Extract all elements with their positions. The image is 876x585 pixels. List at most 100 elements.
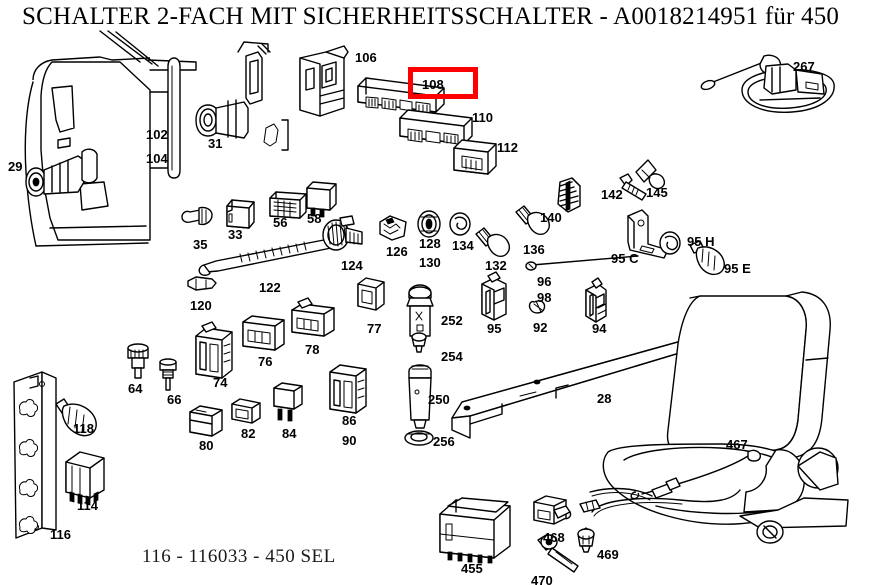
part-64-valve [127, 343, 149, 379]
part-267-dome-lamp [700, 54, 835, 113]
part-label-95: 95 [487, 321, 502, 336]
part-label-254: 254 [441, 349, 463, 364]
part-label-469: 469 [597, 547, 619, 562]
part-label-33: 33 [228, 227, 243, 242]
part-80-connector [189, 405, 223, 437]
part-112-switch-single [453, 139, 497, 175]
part-114-relay [65, 451, 105, 506]
part-label-126: 126 [386, 244, 408, 259]
part-label-102: 102 [146, 127, 168, 142]
part-label-128: 128 [419, 236, 441, 251]
part-label-74: 74 [213, 375, 228, 390]
part-118-screw [55, 398, 97, 437]
part-label-124: 124 [341, 258, 363, 273]
part-label-122: 122 [259, 280, 281, 295]
part-label-95e: 95 E [724, 261, 751, 276]
part-77-connector [357, 277, 385, 311]
part-label-267: 267 [793, 59, 815, 74]
part-469-grommet [577, 527, 595, 553]
part-120-fastener [187, 276, 217, 291]
part-145-pin [635, 159, 666, 190]
part-label-145: 145 [646, 185, 668, 200]
part-label-29: 29 [8, 159, 23, 174]
part-467-seat [561, 291, 849, 544]
part-label-86: 86 [342, 413, 357, 428]
part-250-cylinder [408, 364, 432, 429]
part-label-114: 114 [77, 498, 98, 513]
part-128-130-grommet [417, 210, 441, 238]
part-label-66: 66 [167, 392, 182, 407]
part-label-250: 250 [428, 392, 450, 407]
part-label-98: 98 [537, 290, 552, 305]
part-label-110: 110 [472, 110, 493, 125]
part-124-hose-clamp [322, 215, 363, 251]
part-label-80: 80 [199, 438, 214, 453]
part-label-77: 77 [367, 321, 382, 336]
part-label-94: 94 [592, 321, 607, 336]
part-label-108: 108 [422, 77, 444, 92]
part-label-92: 92 [533, 320, 548, 335]
door-frame-illustration [24, 30, 289, 247]
part-35-bulb [181, 206, 213, 226]
diagram-caption: 116 - 116033 - 450 SEL [142, 546, 336, 567]
part-label-470: 470 [531, 573, 553, 585]
part-label-35: 35 [193, 237, 208, 252]
part-label-118: 118 [73, 421, 94, 436]
part-108-switch-double [357, 77, 445, 114]
part-110-switch-double [399, 109, 473, 145]
seat-wiring-harness [589, 477, 681, 501]
part-95h-washer [659, 231, 681, 255]
part-134-grommet [449, 212, 471, 236]
part-label-252: 252 [441, 313, 463, 328]
part-94-bracket [585, 277, 607, 323]
part-116-panel [13, 371, 57, 539]
part-33-relay [226, 199, 255, 229]
part-label-455: 455 [461, 561, 483, 576]
part-254-small-plug [411, 332, 427, 353]
part-label-112: 112 [497, 140, 518, 155]
part-95e-screw [689, 240, 725, 276]
part-136-screw [515, 205, 550, 235]
part-label-82: 82 [241, 426, 256, 441]
part-label-134: 134 [452, 238, 474, 253]
part-label-116: 116 [50, 527, 71, 542]
part-label-256: 256 [433, 434, 455, 449]
part-label-31: 31 [208, 136, 223, 151]
part-82-connector [231, 398, 261, 424]
part-label-95h: 95 H [687, 234, 715, 249]
part-label-56: 56 [273, 215, 288, 230]
part-78-connector [291, 297, 335, 337]
part-92-clip [528, 300, 546, 314]
part-95-bracket [481, 271, 507, 321]
part-label-467: 467 [726, 437, 748, 452]
part-58-relay [306, 181, 337, 218]
part-label-95c: 95 C [611, 251, 639, 266]
part-label-104: 104 [146, 151, 168, 166]
part-label-130: 130 [419, 255, 441, 270]
part-label-78: 78 [305, 342, 320, 357]
page-title: SCHALTER 2-FACH MIT SICHERHEITSSCHALTER … [22, 3, 840, 30]
part-label-120: 120 [190, 298, 212, 313]
part-96-rod [525, 255, 639, 271]
part-252-cylinder [406, 284, 434, 337]
part-label-58: 58 [307, 211, 322, 226]
part-label-64: 64 [128, 381, 143, 396]
part-label-28: 28 [597, 391, 612, 406]
part-140-spring-clip [557, 177, 581, 213]
part-470-cable-tie [537, 533, 579, 573]
part-256-seal [404, 430, 434, 446]
part-label-106: 106 [355, 50, 377, 65]
part-122-trim-strip [198, 237, 337, 276]
part-label-96: 96 [537, 274, 552, 289]
part-label-136: 136 [523, 242, 545, 257]
part-label-76: 76 [258, 354, 273, 369]
part-142-bolt [619, 173, 647, 201]
part-106-switch-housing [299, 45, 349, 117]
part-label-132: 132 [485, 258, 507, 273]
part-label-142: 142 [601, 187, 623, 202]
part-56-connector [269, 191, 307, 219]
part-126-bracket [379, 215, 407, 241]
part-label-140: 140 [540, 210, 562, 225]
